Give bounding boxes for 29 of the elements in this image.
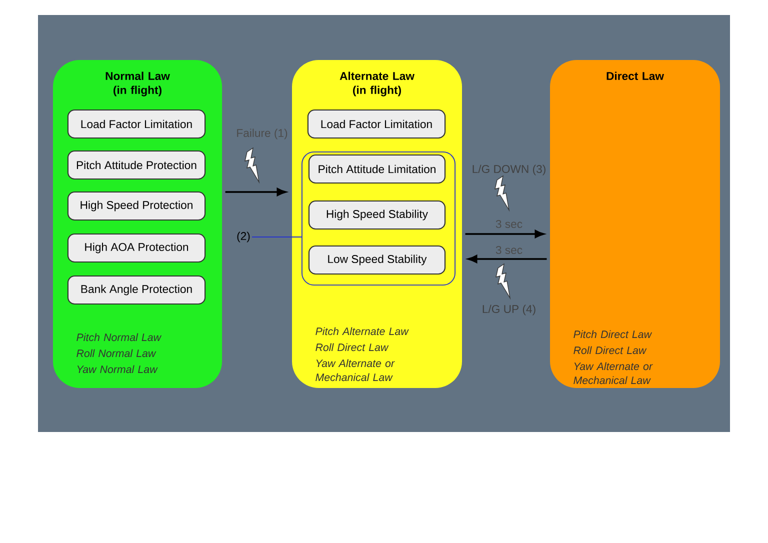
function-box: High Speed Stability [308, 200, 446, 230]
function-box: Load Factor Limitation [67, 109, 206, 139]
callout-number: (2) [237, 232, 250, 242]
panel-heading: Normal Law (in flight) [106, 72, 170, 96]
transition-label: L/G DOWN (3) [472, 164, 546, 176]
law-text: Pitch Direct Law [574, 330, 652, 338]
arrow [225, 188, 286, 196]
leader-line [252, 236, 302, 238]
function-box: Pitch Attitude Protection [67, 150, 206, 180]
panel-heading: Alternate Law (in flight) [340, 72, 414, 96]
function-box: High AOA Protection [67, 233, 206, 263]
function-box: Load Factor Limitation [307, 109, 446, 139]
law-text: Pitch Alternate Law [316, 327, 409, 336]
function-box: Low Speed Stability [308, 245, 446, 275]
law-text: Yaw Normal Law [77, 365, 158, 374]
function-box: High Speed Protection [67, 191, 206, 221]
arrow [468, 255, 547, 263]
law-text: Yaw Alternate or Mechanical Law [316, 359, 395, 382]
function-box: Pitch Attitude Limitation [308, 154, 446, 184]
function-box: Bank Angle Protection [67, 275, 206, 305]
law-text: Roll Normal Law [76, 349, 156, 358]
law-text: Roll Direct Law [316, 343, 389, 352]
law-text: Yaw Alternate or Mechanical Law [574, 362, 653, 384]
transition-label: L/G UP (4) [482, 304, 536, 316]
law-text: Pitch Normal Law [76, 333, 162, 342]
arrow [465, 230, 544, 238]
law-text: Roll Direct Law [574, 346, 647, 354]
group-outline [302, 152, 456, 286]
panel-heading: Direct Law [606, 72, 664, 80]
